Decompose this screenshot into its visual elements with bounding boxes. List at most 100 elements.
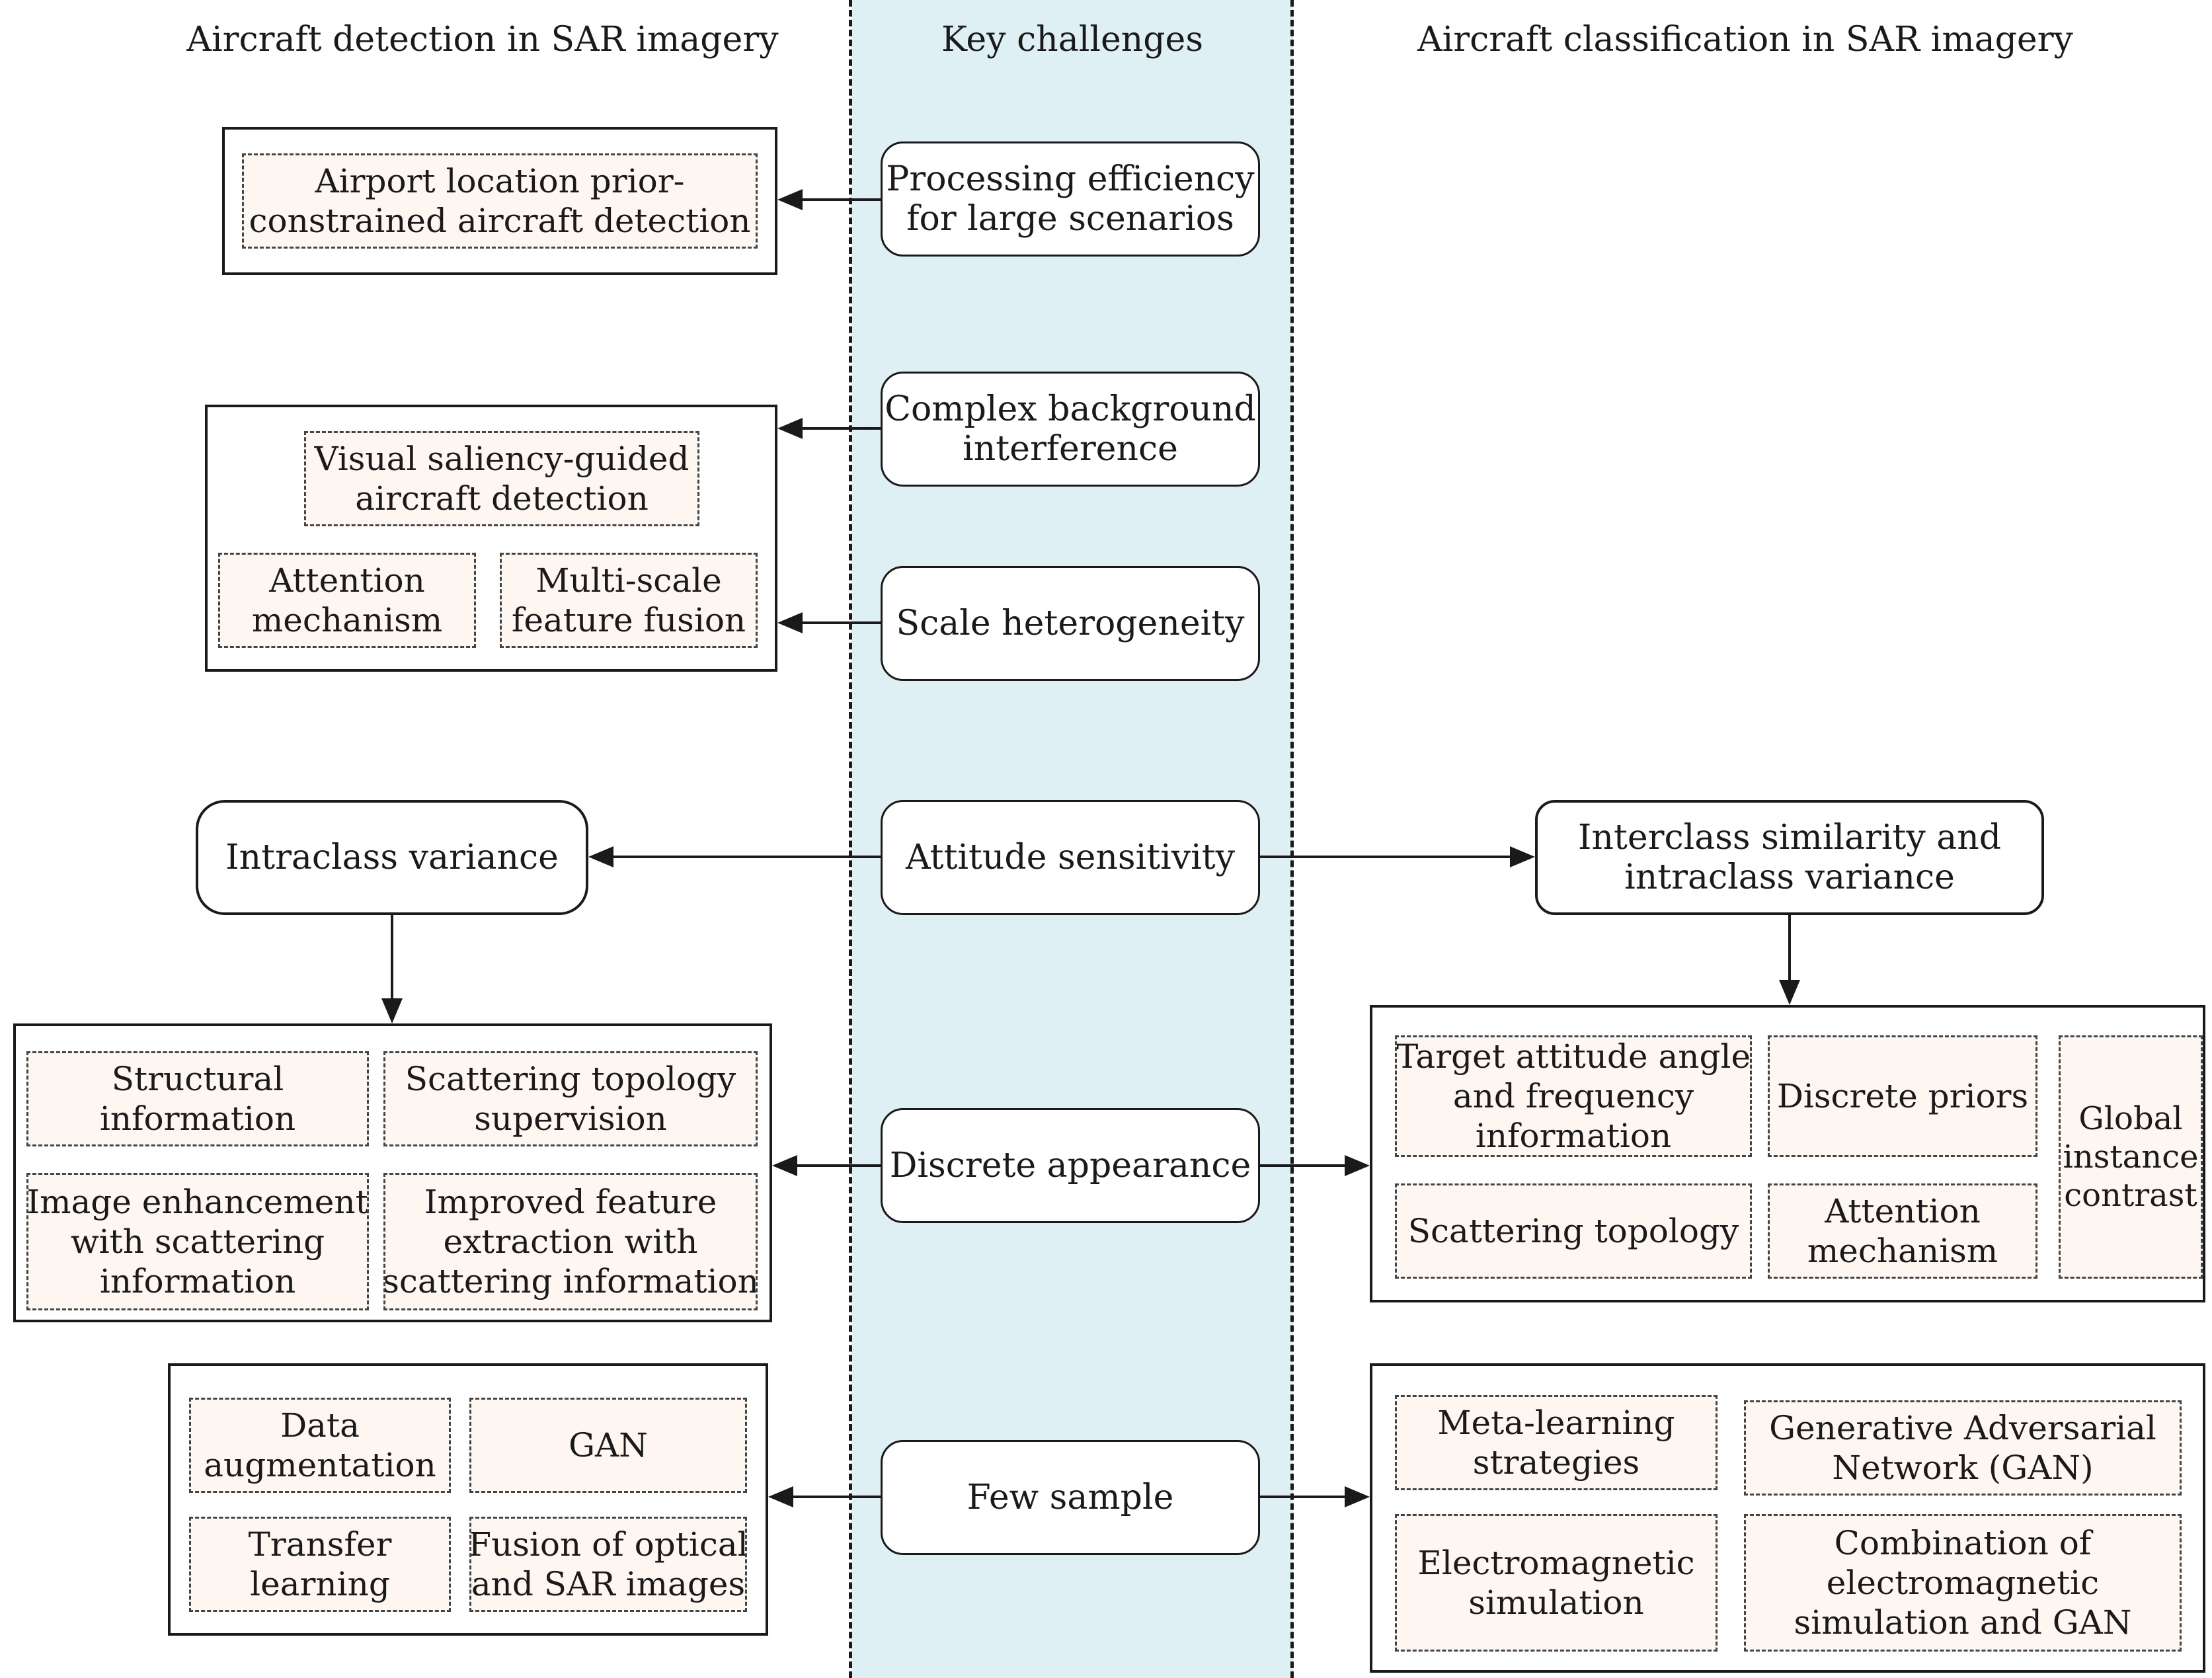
arrowhead-intraclass-down (381, 998, 403, 1023)
arrowhead-efficiency (777, 189, 803, 210)
text-line: aircraft detection (355, 479, 649, 518)
arrowhead-few-left (768, 1486, 793, 1507)
text-line: Transfer (248, 1525, 392, 1564)
right-separator (1290, 0, 1294, 1678)
text-line: feature fusion (511, 601, 746, 639)
text-line: Processing efficiency (886, 159, 1255, 199)
text-line: extraction with (443, 1222, 698, 1261)
text-line: Airport location prior- (315, 162, 685, 200)
classification-scattering-topology-text: Scattering topology (1408, 1211, 1739, 1251)
challenge-discrete-appearance: Discrete appearance (881, 1108, 1260, 1223)
text-line: Discrete appearance (889, 1146, 1251, 1185)
intraclass-variance-text: Intraclass variance (225, 838, 559, 877)
text-line: Improved feature (424, 1183, 717, 1221)
text-line: Scattering topology (405, 1060, 736, 1098)
text-line: Attitude sensitivity (905, 838, 1236, 877)
text-line: Generative Adversarial (1769, 1409, 2156, 1447)
arrowhead-interclass (1510, 846, 1535, 867)
text-line: electromagnetic (1826, 1564, 2100, 1602)
challenge-discrete-appearance-text: Discrete appearance (890, 1146, 1251, 1185)
arrowhead-intraclass (588, 846, 613, 867)
text-line: simulation and GAN (1794, 1603, 2132, 1642)
text-line: intraclass variance (1624, 858, 1955, 897)
arrowhead-discrete-right (1345, 1155, 1370, 1176)
text-line: Structural (111, 1060, 284, 1098)
challenge-few-sample: Few sample (881, 1440, 1260, 1555)
text-line: Electromagnetic (1417, 1544, 1695, 1582)
text-line: Few sample (967, 1478, 1174, 1517)
text-line: Image enhancement (26, 1183, 369, 1221)
text-line: scattering information (383, 1262, 758, 1300)
text-line: simulation (1468, 1583, 1644, 1622)
text-line: Intraclass variance (225, 838, 559, 877)
text-line: instance (2063, 1139, 2199, 1176)
text-line: Global (2078, 1100, 2183, 1137)
text-line: constrained aircraft detection (249, 202, 751, 240)
detection-gan-text: GAN (569, 1425, 648, 1465)
text-line: Scale heterogeneity (896, 604, 1245, 643)
text-line: information (1475, 1117, 1672, 1155)
text-line: GAN (569, 1426, 648, 1464)
header-detection: Aircraft detection in SAR imagery (186, 20, 779, 60)
header-key-challenges: Key challenges (941, 20, 1204, 60)
challenge-few-sample-text: Few sample (967, 1478, 1174, 1517)
text-line: interference (963, 429, 1178, 469)
challenge-scale-heterogeneity-text: Scale heterogeneity (896, 604, 1244, 643)
text-line: and SAR images (471, 1565, 746, 1603)
text-line: for large scenarios (906, 199, 1234, 239)
text-line: Interclass similarity and (1577, 818, 2002, 858)
challenge-attitude-sensitivity: Attitude sensitivity (881, 800, 1260, 915)
text-line: Data (280, 1406, 360, 1445)
airport-prior-detection-text: Airport location prior-constrained aircr… (249, 161, 750, 241)
challenge-scale-heterogeneity: Scale heterogeneity (881, 566, 1260, 681)
text-line: Multi-scale (535, 561, 722, 600)
text-line: Network (GAN) (1832, 1449, 2094, 1487)
text-line: Fusion of optical (469, 1525, 747, 1564)
text-line: Visual saliency-guided (314, 440, 690, 478)
challenge-attitude-sensitivity-text: Attitude sensitivity (906, 838, 1235, 877)
text-line: Combination of (1834, 1524, 2092, 1562)
text-line: Attention (269, 561, 425, 600)
text-line: Scattering topology (1407, 1212, 1739, 1250)
arrowhead-scale (777, 612, 803, 633)
text-line: Meta-learning (1437, 1404, 1675, 1442)
discrete-priors-text: Discrete priors (1777, 1076, 2028, 1116)
airport-prior-detection: Airport location prior-constrained aircr… (242, 153, 758, 249)
classification-scattering-topology: Scattering topology (1395, 1183, 1752, 1279)
intraclass-variance: Intraclass variance (196, 800, 588, 915)
text-line: contrast (2064, 1177, 2197, 1214)
text-line: supervision (474, 1099, 667, 1138)
